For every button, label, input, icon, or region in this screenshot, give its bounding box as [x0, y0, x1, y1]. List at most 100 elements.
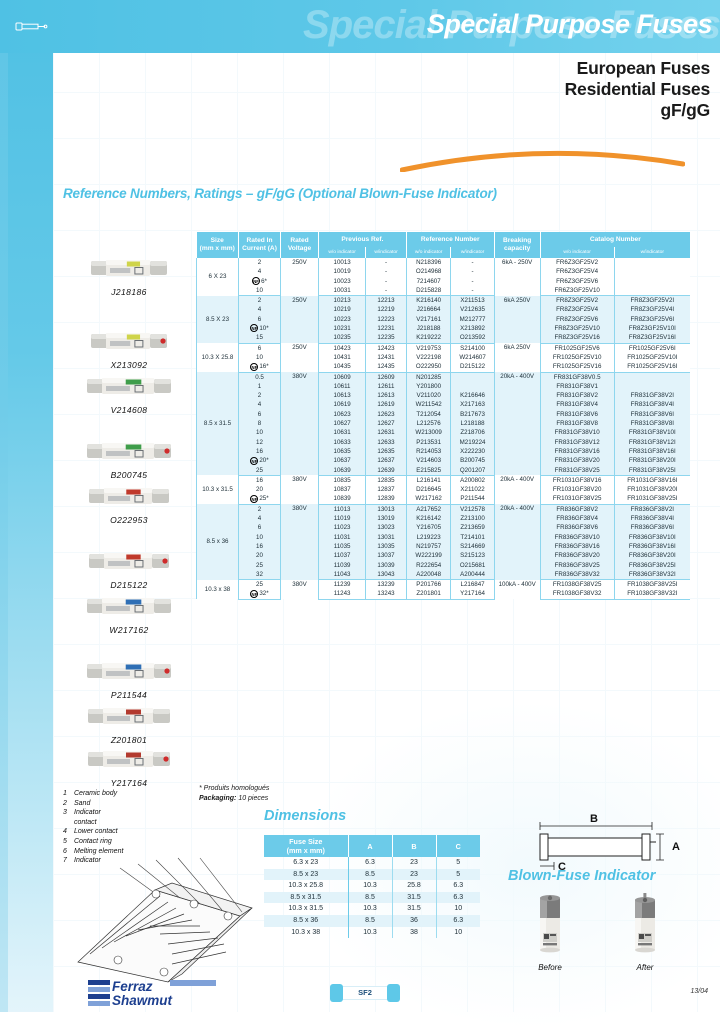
col-reference-number-w: w/indicator [450, 247, 495, 258]
cell-reference-number-w: B200745 [450, 456, 495, 466]
cell-breaking-capacity: 6kA 250V [494, 343, 541, 373]
cell-catalog-number-wo: FR1038GF38V25 [540, 579, 615, 590]
cell-rated-current: 16 [238, 446, 281, 457]
fuse-photo-image [87, 598, 171, 614]
cell-catalog-number-wo: FR831GF38V1 [540, 381, 615, 392]
cell-reference-number-w: P211544 [450, 494, 495, 505]
dim-cell-b: 25.8 [392, 880, 437, 892]
cell-catalog-number-w: FR831GF38V16I [614, 446, 690, 457]
cell-catalog-number-wo: FR6Z3GF25V2 [540, 258, 615, 268]
cell-reference-number-w: S215123 [450, 551, 495, 561]
fuse-photo-image [91, 260, 167, 276]
cell-catalog-number-w: FR1031GF38V16I [614, 475, 690, 486]
cell-rated-current: 20 [238, 485, 281, 495]
cell-reference-number-wo: Y216705 [406, 523, 452, 533]
cell-catalog-number-wo: FR836GF38V25 [540, 560, 615, 570]
cell-catalog-number-w: FR8Z3GF25V2I [614, 295, 690, 306]
nf-badge-icon: NF [250, 456, 259, 465]
dim-cell-b: 38 [392, 926, 437, 939]
dim-cell-b: 31.5 [392, 891, 437, 904]
cell-catalog-number-wo: FR831GF38V4 [540, 400, 615, 410]
fuse-photo-image [89, 553, 169, 569]
cell-rated-current: 10 [238, 532, 281, 542]
cell-previous-ref-wo: 10837 [318, 485, 367, 495]
cell-previous-ref-w: 12623 [365, 409, 407, 420]
cell-rated-current: 16 [238, 475, 281, 486]
footnote-homologues: * Produits homologués [199, 785, 270, 792]
legend-item-number: 7 [63, 857, 67, 865]
cell-catalog-number-w [614, 267, 690, 277]
fuse-photo-image [87, 443, 171, 459]
cell-rated-current: 12 [238, 437, 281, 447]
cell-catalog-number-wo: FR8Z3GF25V16 [540, 333, 615, 344]
svg-text:A: A [672, 841, 680, 853]
cell-catalog-number-wo: FR1025GF25V6 [540, 343, 615, 353]
cell-catalog-number-w: FR8Z3GF25V6I [614, 314, 690, 325]
cell-reference-number-w: - [450, 267, 495, 277]
cell-catalog-number-wo: FR8Z3GF25V4 [540, 305, 615, 315]
cell-previous-ref-wo: 11239 [318, 579, 367, 590]
col-breaking-capacity: Breaking capacity [494, 232, 541, 258]
fuse-photo-caption: Y217164 [110, 778, 148, 788]
fuse-photo-image [88, 708, 170, 724]
dim-cell-c: 10 [454, 905, 463, 913]
dim-cell-size: 8.5 x 31.5 [264, 891, 349, 904]
bfi-after: After [610, 893, 680, 972]
cell-reference-number-wo: R222654 [406, 560, 452, 570]
cell-previous-ref-wo: 10431 [318, 352, 367, 363]
cell-previous-ref-wo: 10619 [318, 400, 367, 410]
cell-previous-ref-w: 12837 [365, 485, 407, 495]
cell-previous-ref-wo: 10023 [318, 276, 367, 286]
cell-previous-ref-w: 13037 [365, 551, 407, 561]
fuse-photo-image [87, 663, 171, 679]
cell-reference-number-w: S214100 [450, 343, 495, 353]
fuse-photo-caption: P211544 [110, 690, 148, 700]
col-rated-voltage: Rated Voltage [280, 232, 319, 258]
cell-rated-current: 25 [238, 560, 281, 570]
cell-reference-number-w: V212578 [450, 504, 495, 515]
dim-col-c: C [436, 835, 480, 857]
cell-previous-ref-w: 12633 [365, 437, 407, 447]
dimensions-title: Dimensions [264, 808, 347, 824]
cell-reference-number-wo: W217162 [406, 494, 452, 505]
cell-catalog-number-w: FR1025GF25V10I [614, 352, 690, 363]
cell-rated-current: 25 [238, 465, 281, 476]
blown-fuse-indicator-photos: Before After [515, 893, 700, 978]
cell-catalog-number-w: FR836GF38V6I [614, 523, 690, 533]
cell-previous-ref-w: 13243 [365, 589, 407, 600]
cell-size: 6 X 23 [196, 258, 239, 296]
cell-catalog-number-wo: FR1038GF38V32 [540, 589, 615, 600]
cell-previous-ref-w: 13031 [365, 532, 407, 542]
cell-rated-current: 6 [238, 343, 281, 353]
cell-rated-voltage: 380V [280, 475, 319, 505]
cell-catalog-number-wo: FR836GF38V6 [540, 523, 615, 533]
cell-catalog-number-w [614, 285, 690, 297]
dim-col-a: A [348, 835, 393, 857]
cell-previous-ref-w: - [365, 285, 407, 297]
fuse-photo-caption: O222953 [110, 515, 148, 525]
cell-previous-ref-wo: 10637 [318, 456, 367, 466]
cell-previous-ref-w: 12627 [365, 419, 407, 429]
cell-previous-ref-wo: 10019 [318, 267, 367, 277]
cell-rated-voltage: 250V [280, 295, 319, 344]
header-band [0, 0, 720, 53]
cell-catalog-number-wo: FR6Z3GF25V4 [540, 267, 615, 277]
cell-catalog-number-wo: FR831GF38V8 [540, 419, 615, 429]
ratings-table-head: Size (mm x mm) Rated In Current (A) Rate… [196, 232, 690, 258]
dim-cell-size: 10.3 x 31.5 [264, 903, 349, 915]
cell-size: 8.5 x 31.5 [196, 372, 239, 476]
